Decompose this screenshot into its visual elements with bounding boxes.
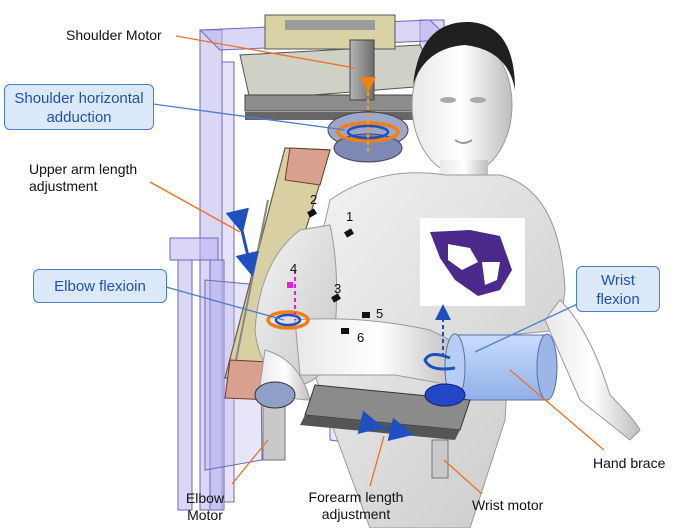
wildcat-logo-icon — [420, 218, 525, 306]
label-upper-arm-length-line2: adjustment — [29, 178, 98, 194]
label-elbow-motor-line2: Motor — [187, 507, 223, 523]
label-upper-arm-length-adjustment: Upper arm length adjustment — [29, 161, 137, 195]
label-forearm-length-adjustment: Forearm length adjustment — [300, 489, 412, 523]
rotation-indicators — [225, 77, 456, 441]
sensor-markers — [287, 208, 370, 334]
label-forearm-length-line2: adjustment — [321, 506, 391, 522]
label-hand-brace: Hand brace — [593, 455, 666, 471]
callout-elbow-flexion-text: Elbow flexioin — [54, 278, 146, 295]
label-wrist-motor: Wrist motor — [472, 497, 544, 513]
marker-6: 6 — [357, 330, 365, 345]
callout-wrist-flexion-line1: Wrist — [601, 272, 635, 289]
callout-shoulder-horizontal-adduction-line1: Shoulder horizontal — [14, 90, 144, 107]
label-elbow-motor: Elbow Motor — [175, 490, 235, 524]
marker-1: 1 — [346, 209, 354, 224]
callout-shoulder-horizontal-adduction-line2: adduction — [46, 109, 112, 126]
callout-wrist-flexion-line2: flexion — [596, 291, 640, 308]
callout-elbow-flexion: Elbow flexioin — [33, 269, 167, 303]
marker-4: 4 — [290, 261, 298, 276]
callout-shoulder-horizontal-adduction: Shoulder horizontal adduction — [4, 84, 154, 130]
callout-lines — [149, 35, 605, 495]
human-head — [411, 21, 515, 188]
label-forearm-length-line1: Forearm length — [308, 489, 404, 505]
marker-3: 3 — [334, 281, 342, 296]
callout-wrist-flexion: Wrist flexion — [576, 266, 660, 312]
label-shoulder-motor: Shoulder Motor — [66, 27, 162, 43]
marker-2: 2 — [310, 192, 318, 207]
marker-5: 5 — [376, 306, 384, 321]
label-elbow-motor-line1: Elbow — [185, 490, 225, 506]
label-upper-arm-length-line1: Upper arm length — [29, 161, 138, 177]
